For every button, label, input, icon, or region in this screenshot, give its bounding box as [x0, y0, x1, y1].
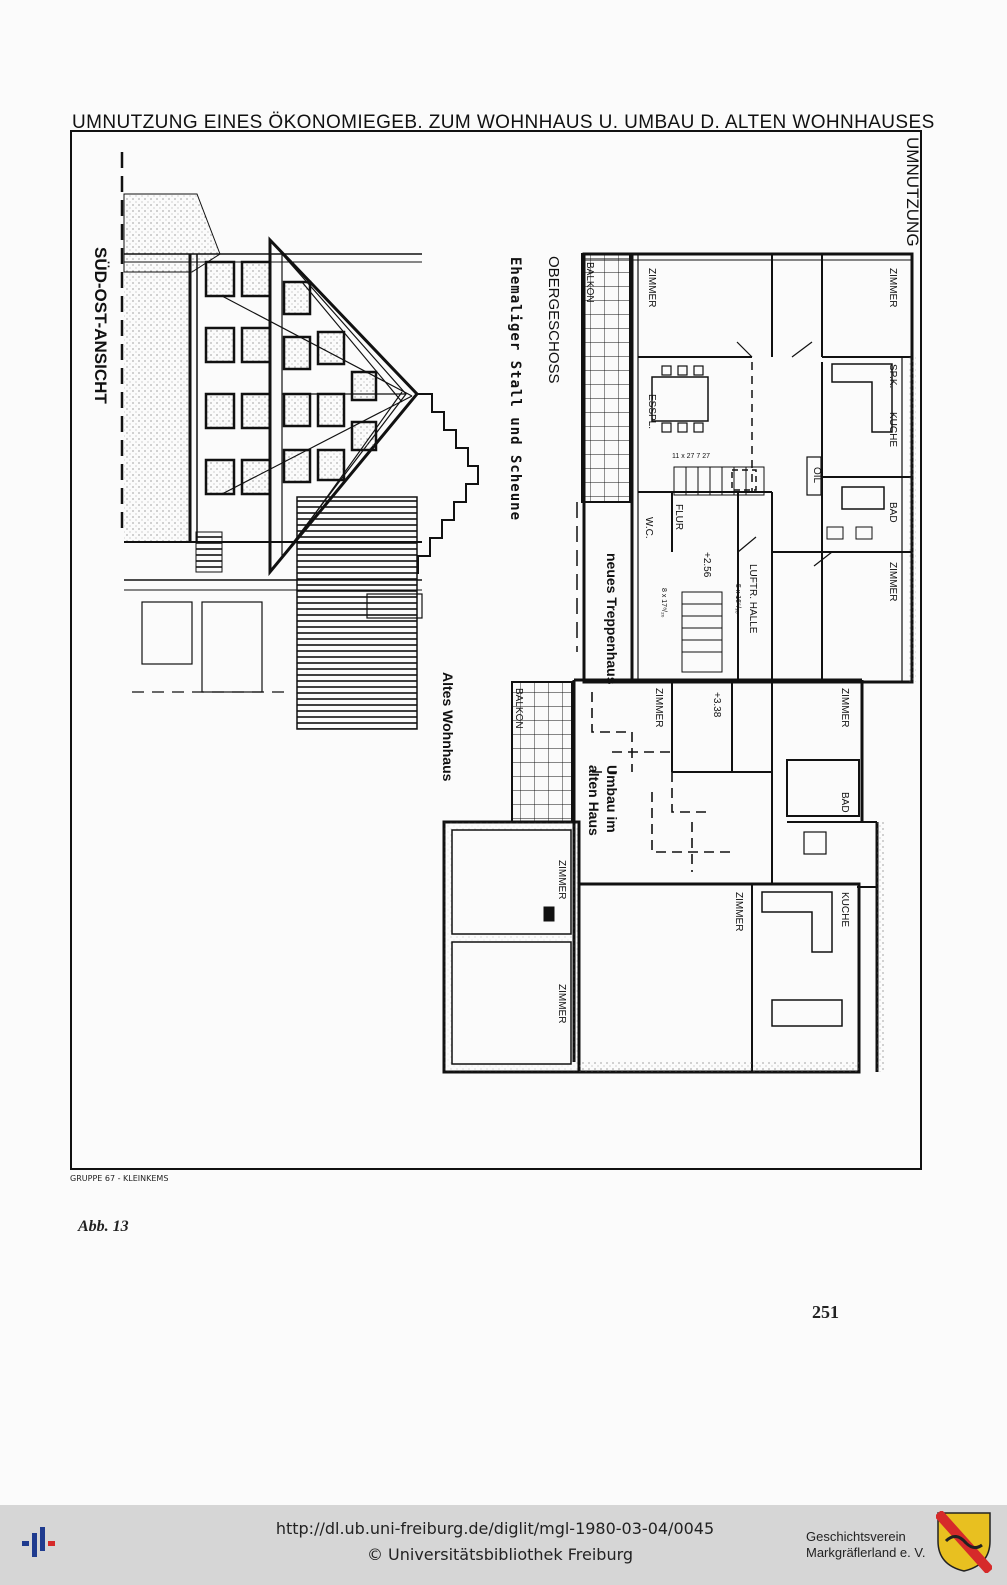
old-house-plan	[442, 678, 885, 1074]
society-line-2: Markgräflerland e. V.	[806, 1545, 926, 1560]
elevation-label: SÜD-OST-ANSICHT	[91, 247, 110, 404]
label-level-1: +2.56	[701, 552, 712, 578]
label-bad-upper: BAD	[887, 502, 898, 523]
old-house-label: Altes Wohnhaus	[440, 672, 456, 782]
coat-of-arms-icon	[936, 1511, 992, 1573]
drawing-title: UMNUTZUNG EINES ÖKONOMIEGEB. ZUM WOHNHAU…	[72, 112, 935, 133]
label-luft-halle: LUFTR. HALLE	[747, 564, 758, 634]
page-number: 251	[812, 1302, 839, 1322]
label-wc: W.C.	[643, 517, 654, 539]
label-zimmer-8: ZIMMER	[556, 984, 567, 1023]
label-essp: ESSPL.	[646, 394, 657, 429]
stair-label: neues Treppenhaus	[604, 553, 620, 685]
label-spk: SP.K.	[887, 364, 898, 388]
upper-floor-plan	[576, 252, 916, 684]
architectural-drawing: BALKON ZIMMER ZIMMER SP.K. KUCHE BAD ZIM…	[120, 152, 916, 1074]
floor-label: OBERGESCHOSS	[545, 256, 562, 384]
label-zimmer-3: ZIMMER	[887, 562, 898, 601]
drawing-frame: BALKON ZIMMER ZIMMER SP.K. KUCHE BAD ZIM…	[70, 130, 922, 1170]
society-line-1: Geschichtsverein	[806, 1529, 906, 1544]
label-stair-dim-3: 8 x 17⁸/₂₀	[660, 588, 667, 618]
footer-url[interactable]: http://dl.ub.uni-freiburg.de/diglit/mgl-…	[275, 1519, 715, 1538]
label-zimmer-6: ZIMMER	[733, 892, 744, 931]
room-labels: BALKON ZIMMER ZIMMER SP.K. KUCHE BAD ZIM…	[513, 262, 898, 1023]
label-zimmer-2: ZIMMER	[887, 268, 898, 307]
label-zimmer-7: ZIMMER	[556, 860, 567, 899]
label-bad-lower: BAD	[839, 792, 850, 813]
label-flur: FLUR	[673, 504, 684, 530]
label-stair-dim-2: 5 x 16⁵/₃₀	[734, 584, 741, 614]
label-kuche-upper: KUCHE	[887, 412, 898, 447]
label-level-2: +3.38	[711, 692, 722, 718]
label-balkon-lower: BALKON	[513, 688, 524, 729]
label-zimmer-1: ZIMMER	[646, 268, 657, 307]
barn-label: Ehemaliger Stall und Scheune	[507, 257, 523, 522]
label-balkon-upper: BALKON	[584, 262, 595, 303]
drawing-credit: GRUPPE 67 - KLEINKEMS	[70, 1174, 169, 1183]
footer-bar: http://dl.ub.uni-freiburg.de/diglit/mgl-…	[0, 1505, 1007, 1585]
society-name: Geschichtsverein Markgräflerland e. V.	[806, 1529, 925, 1561]
scanned-page: UMNUTZUNG EINES ÖKONOMIEGEB. ZUM WOHNHAU…	[70, 112, 935, 1322]
south-east-elevation	[120, 152, 479, 730]
library-logo-icon	[22, 1527, 55, 1557]
figure-caption: Abb. 13	[78, 1218, 129, 1235]
side-label-umnutzung: UMNUTZUNG	[903, 137, 922, 247]
label-zimmer-4: ZIMMER	[653, 688, 664, 727]
footer-copyright: © Universitätsbibliothek Freiburg	[366, 1545, 634, 1564]
label-stair-dim-1: 11 x 27 7 27	[672, 453, 710, 460]
renovation-label-line1: Umbau im	[604, 765, 620, 833]
label-kuche-lower: KUCHE	[839, 892, 850, 927]
label-oil: OIL	[811, 467, 822, 484]
renovation-label-line2: alten Haus	[586, 765, 602, 836]
label-zimmer-5: ZIMMER	[839, 688, 850, 727]
